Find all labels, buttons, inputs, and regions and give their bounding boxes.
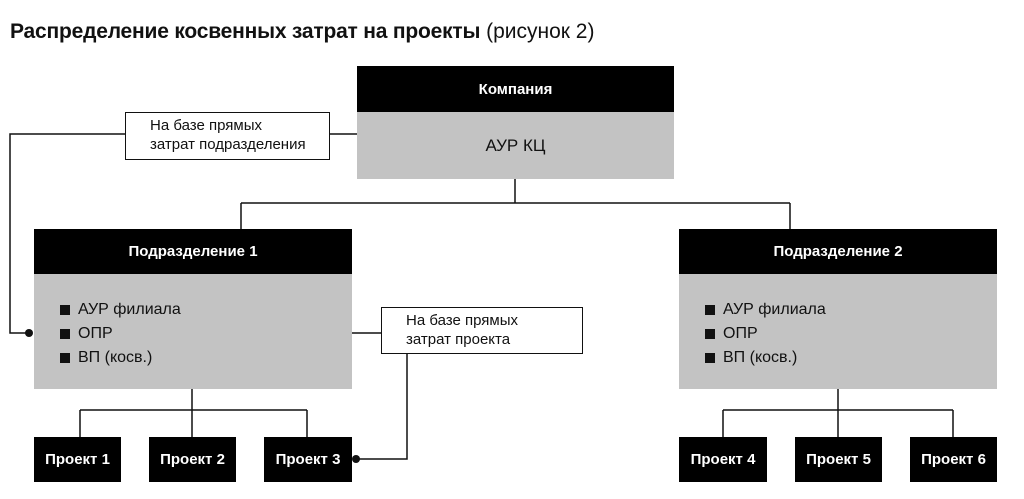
note-project-line2: затрат проекта	[406, 331, 511, 348]
note-company-connector	[9, 133, 357, 334]
bullet-square-icon	[60, 305, 70, 315]
bullet-square-icon	[705, 305, 715, 315]
division1-item: АУР филиала	[60, 298, 352, 322]
division1-item: ОПР	[60, 322, 352, 346]
division2-title: Подразделение 2	[679, 229, 997, 274]
note-project-line1: На базе прямых	[406, 312, 518, 329]
division2-item: ОПР	[705, 322, 997, 346]
division2-body: АУР филиала ОПР ВП (косв.)	[679, 274, 997, 389]
division2-to-projects-connector	[722, 388, 954, 437]
division1-body: АУР филиала ОПР ВП (косв.)	[34, 274, 352, 389]
bullet-square-icon	[60, 329, 70, 339]
division2-item: АУР филиала	[705, 298, 997, 322]
note-project: На базе прямых затрат проекта	[381, 307, 583, 354]
diagram-heading: Распределение косвенных затрат на проект…	[10, 20, 594, 44]
project-6-box: Проект 6	[910, 437, 997, 482]
project-5-box: Проект 5	[795, 437, 882, 482]
company-body: АУР КЦ	[357, 112, 674, 179]
division2-item-label: ВП (косв.)	[723, 349, 798, 366]
diagram-subtitle: (рисунок 2)	[486, 20, 595, 43]
company-to-divisions-connector	[240, 179, 791, 229]
division2-box: Подразделение 2 АУР филиала ОПР ВП (косв…	[679, 229, 997, 389]
company-title: Компания	[357, 66, 674, 112]
project-1-box: Проект 1	[34, 437, 121, 482]
division2-item: ВП (косв.)	[705, 346, 997, 370]
note-company-endpoint-dot	[25, 329, 33, 337]
company-box: Компания АУР КЦ	[357, 66, 674, 179]
division1-title: Подразделение 1	[34, 229, 352, 274]
note-project-connector	[352, 332, 408, 460]
note-project-endpoint-dot	[352, 455, 360, 463]
project-3-box: Проект 3	[264, 437, 352, 482]
division1-item-label: ОПР	[78, 325, 113, 342]
note-company: На базе прямых затрат подразделения	[125, 112, 330, 160]
division2-item-label: АУР филиала	[723, 301, 826, 318]
note-company-line1: На базе прямых	[150, 117, 262, 134]
note-company-line2: затрат подразделения	[150, 136, 306, 153]
bullet-square-icon	[60, 353, 70, 363]
project-4-box: Проект 4	[679, 437, 767, 482]
division1-box: Подразделение 1 АУР филиала ОПР ВП (косв…	[34, 229, 352, 389]
bullet-square-icon	[705, 329, 715, 339]
division1-to-projects-connector	[79, 388, 308, 437]
division1-item: ВП (косв.)	[60, 346, 352, 370]
division1-item-label: ВП (косв.)	[78, 349, 153, 366]
bullet-square-icon	[705, 353, 715, 363]
diagram-title: Распределение косвенных затрат на проект…	[10, 20, 481, 43]
division1-item-label: АУР филиала	[78, 301, 181, 318]
division2-item-label: ОПР	[723, 325, 758, 342]
project-2-box: Проект 2	[149, 437, 236, 482]
